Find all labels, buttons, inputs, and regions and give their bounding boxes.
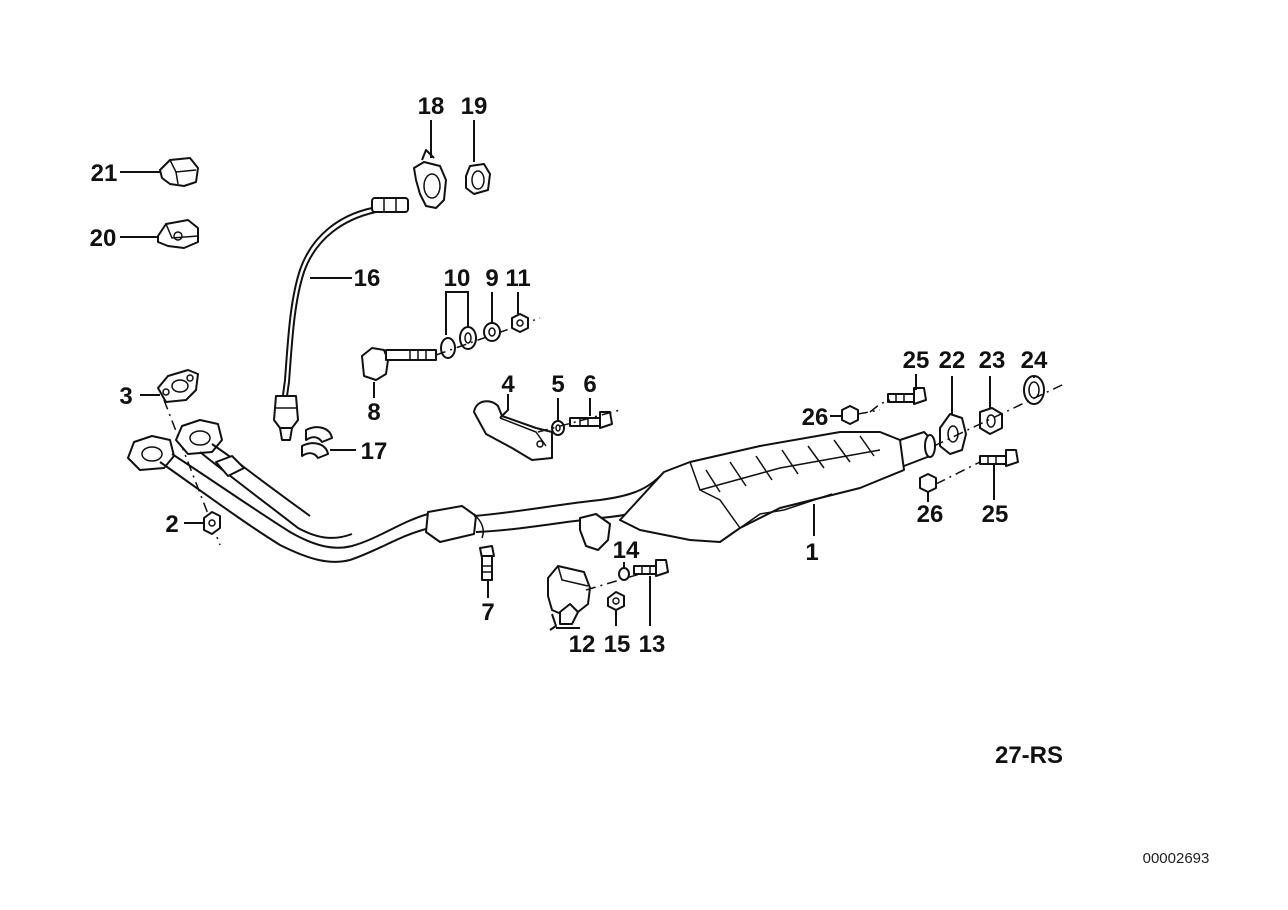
callout-26-upper: 26 — [802, 404, 829, 431]
callout-20: 20 — [90, 225, 117, 252]
part-12-rubber-mount — [547, 565, 591, 631]
callout-23: 23 — [979, 347, 1006, 374]
part-25-bolt-upper — [887, 387, 927, 405]
part-16-oxygen-sensor — [273, 197, 409, 441]
part-26-nut-lower — [919, 473, 937, 493]
callout-13: 13 — [639, 631, 666, 658]
part-18-clamp — [413, 149, 447, 209]
callout-10: 10 — [444, 265, 471, 292]
callout-15: 15 — [604, 631, 631, 658]
callout-22: 22 — [939, 347, 966, 374]
axis-line-bolt-25-upper — [869, 399, 891, 413]
part-23-clamp-ring — [979, 407, 1003, 435]
callout-1: 1 — [805, 539, 818, 566]
axis-line-outlet — [933, 383, 1065, 447]
part-14-washer — [618, 567, 630, 581]
document-number: 00002693 — [1143, 850, 1210, 867]
axis-line-nut-26-upper — [857, 409, 881, 415]
callout-17: 17 — [361, 438, 388, 465]
callout-11: 11 — [505, 265, 530, 292]
part-8-bolt — [361, 347, 437, 381]
callout-16: 16 — [354, 265, 381, 292]
axis-line-bracket — [537, 409, 621, 433]
axis-line-gasket — [163, 399, 221, 546]
group-code: 27-RS — [995, 742, 1063, 769]
part-3-gasket — [157, 369, 199, 403]
part-25-bolt-lower — [979, 449, 1019, 467]
part-1-front-pipe-catalytic-converter — [127, 419, 936, 563]
callout-12: 12 — [569, 631, 596, 658]
part-20-clip — [157, 219, 199, 249]
part-19-grommet — [465, 163, 491, 195]
leader-4 — [499, 394, 509, 419]
callout-6: 6 — [583, 371, 596, 398]
callout-18: 18 — [418, 93, 445, 120]
callout-4: 4 — [501, 371, 515, 398]
axis-line-bolt-25-lower — [935, 461, 981, 485]
callout-21: 21 — [91, 160, 118, 187]
part-26-nut-upper — [841, 405, 859, 425]
callout-14: 14 — [613, 537, 640, 564]
callout-24: 24 — [1021, 347, 1048, 374]
part-15-nut — [607, 591, 625, 611]
part-10-bushings — [440, 326, 477, 359]
callout-19: 19 — [461, 93, 488, 120]
callout-26-lower: 26 — [917, 501, 944, 528]
callout-8: 8 — [367, 399, 380, 426]
callout-9: 9 — [485, 265, 498, 292]
part-11-nut — [511, 313, 529, 333]
part-9-washer — [483, 322, 501, 342]
part-17-clip — [301, 426, 333, 459]
callout-25-lower: 25 — [982, 501, 1009, 528]
part-5-washer — [551, 420, 565, 436]
callout-3: 3 — [119, 383, 132, 410]
leader-10 — [445, 291, 469, 335]
part-2-nut — [203, 511, 221, 535]
part-22-flange-gasket — [939, 413, 967, 455]
part-7-bolt — [479, 545, 495, 581]
part-21-clip — [159, 157, 199, 187]
callout-7: 7 — [481, 599, 494, 626]
part-4-bracket — [473, 400, 553, 461]
part-13-bolt — [633, 559, 669, 577]
callout-5: 5 — [551, 371, 564, 398]
part-24-sealing-ring — [1023, 375, 1045, 405]
callout-25-upper: 25 — [903, 347, 930, 374]
callout-2: 2 — [165, 511, 178, 538]
